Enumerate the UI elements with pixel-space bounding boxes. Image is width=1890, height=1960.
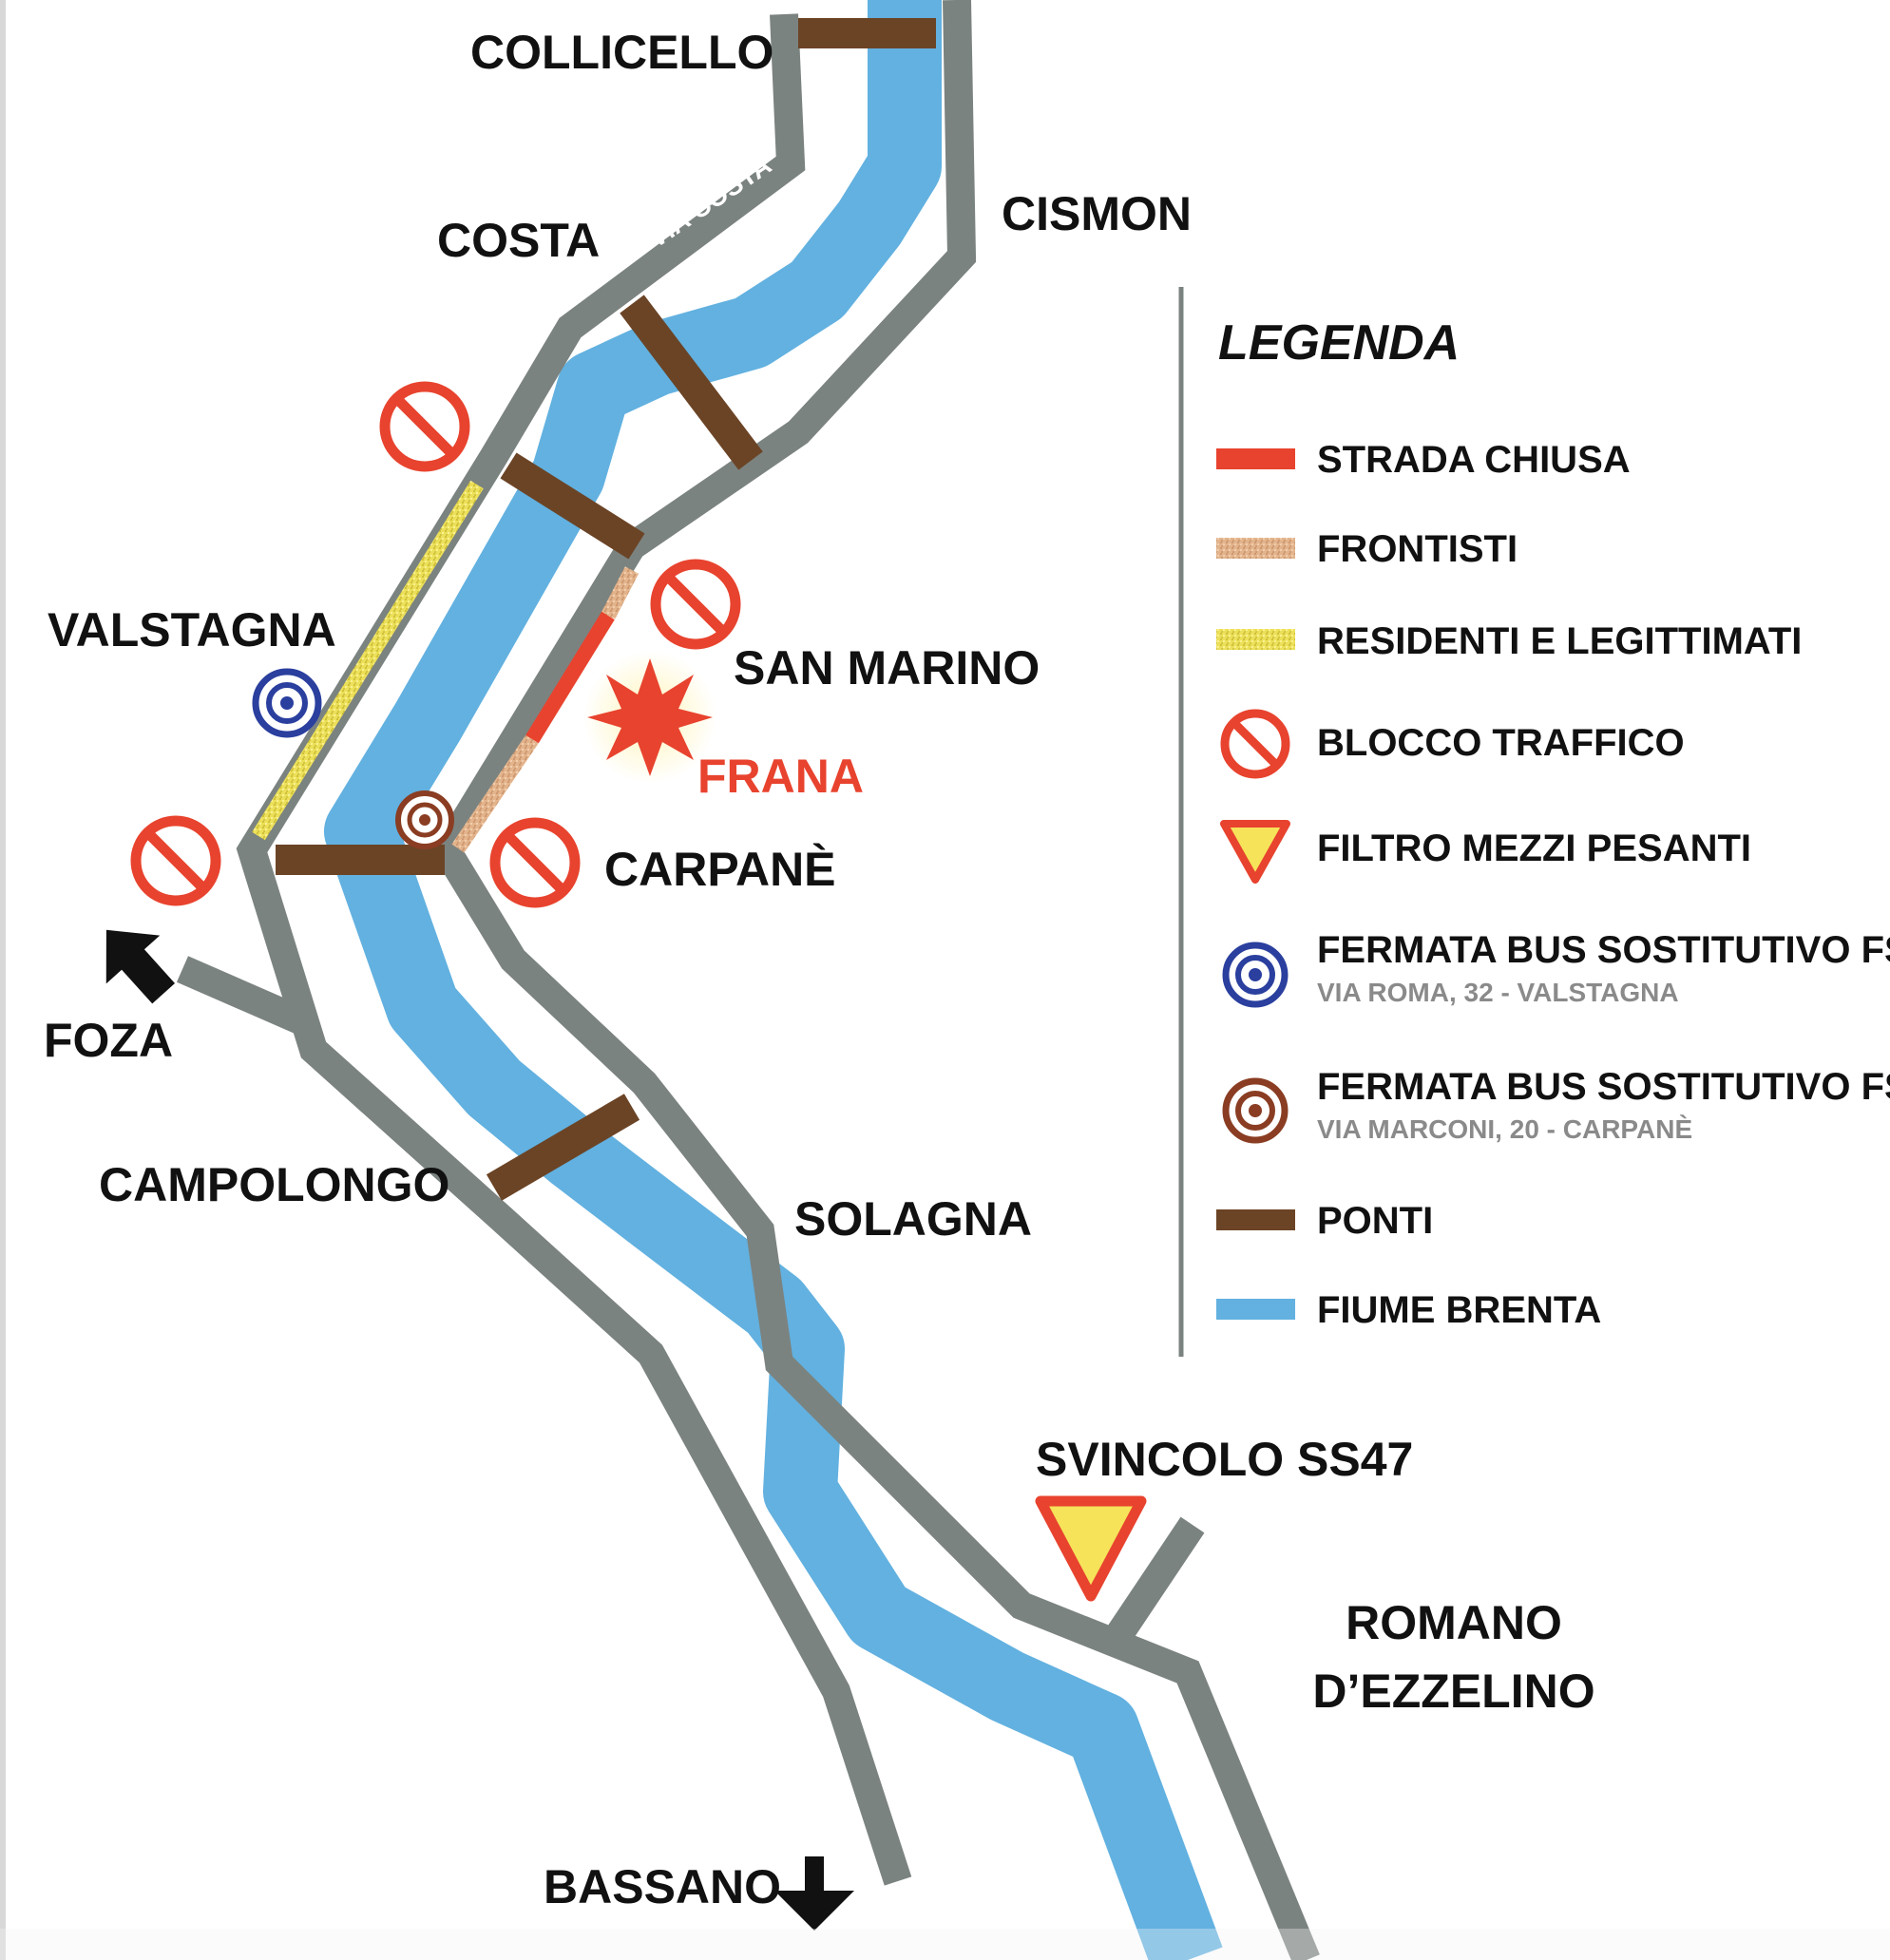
closed-road-segment [525, 611, 615, 744]
legend-item-heavy-filter: FILTRO MEZZI PESANTI [1220, 820, 1751, 884]
legend-item-river: FIUME BRENTA [1216, 1289, 1601, 1331]
place-collicello: COLLICELLO [470, 26, 773, 79]
legend-title: LEGENDA [1218, 315, 1460, 371]
bridge-valstagna [500, 452, 645, 560]
place-bassano: BASSANO [544, 1860, 781, 1913]
road-network [176, 0, 1320, 1960]
frontisti-segment-south [451, 734, 539, 853]
legend-label: PONTI [1317, 1200, 1433, 1242]
place-costa: COSTA [437, 214, 600, 267]
legend-sublabel: VIA MARCONI, 20 - CARPANÈ [1317, 1114, 1692, 1144]
bottom-fade [0, 1929, 1890, 1960]
bridge-costa [620, 295, 763, 470]
road-sp73 [236, 13, 912, 1886]
river-brenta [324, 0, 1223, 1960]
bridges [276, 18, 936, 1201]
legend-item-bus-valstagna: FERMATA BUS SOSTITUTIVO FS VIA ROMA, 32 … [1222, 929, 1890, 1008]
place-romano-line2: D’EZZELINO [1312, 1665, 1594, 1718]
road-foza [176, 956, 309, 1035]
place-carpane: CARPANÈ [604, 843, 836, 896]
legend-sublabel: VIA ROMA, 32 - VALSTAGNA [1317, 978, 1679, 1007]
no-entry-icon [650, 559, 741, 650]
legend-item-bus-carpane: FERMATA BUS SOSTITUTIVO FS VIA MARCONI, … [1222, 1066, 1890, 1144]
yield-triangle-icon [1220, 820, 1290, 884]
place-cismon: CISMON [1002, 187, 1192, 240]
landslide-label: FRANA [697, 750, 864, 803]
place-svincolo-ss47: SVINCOLO SS47 [1036, 1433, 1413, 1486]
place-san-marino: SAN MARINO [734, 641, 1040, 695]
legend-label: STRADA CHIUSA [1317, 439, 1631, 481]
bus-stop-valstagna-icon [252, 668, 322, 738]
legend-label: FRONTISTI [1317, 528, 1518, 570]
no-entry-icon [130, 815, 221, 906]
heavy-vehicle-filter-icon [1035, 1495, 1147, 1602]
legend-item-closed-road: STRADA CHIUSA [1216, 439, 1631, 481]
road-svincolo [1107, 1516, 1205, 1643]
brown-target-icon [1222, 1077, 1289, 1144]
bus-stop-carpane-icon [395, 790, 454, 849]
legend-item-bridges: PONTI [1216, 1200, 1433, 1242]
bridge-swatch [1216, 1209, 1295, 1230]
no-entry-icon [489, 817, 581, 908]
legend-label: FIUME BRENTA [1317, 1289, 1601, 1331]
no-entry-icon [1220, 709, 1290, 779]
legend: LEGENDA STRADA CHIUSA FRONTISTI RESIDENT… [1178, 287, 1890, 1357]
legend-label: RESIDENTI E LEGITTIMATI [1317, 620, 1802, 662]
legend-item-frontisti: FRONTISTI [1216, 528, 1518, 570]
road-label-sp73: SP73 [515, 1302, 595, 1384]
frontisti-swatch [1216, 538, 1295, 559]
arrow-bassano-icon [774, 1856, 854, 1931]
place-romano-line1: ROMANO [1346, 1596, 1562, 1649]
place-valstagna: VALSTAGNA [48, 603, 336, 657]
landslide-icon [583, 651, 716, 784]
blue-target-icon [1222, 942, 1289, 1008]
legend-item-residenti: RESIDENTI E LEGITTIMATI [1216, 620, 1802, 662]
legend-label: BLOCCO TRAFFICO [1317, 722, 1685, 764]
road-ss47 [430, 0, 1320, 1960]
legend-label: FERMATA BUS SOSTITUTIVO FS [1317, 1066, 1890, 1108]
closed-road-swatch [1216, 448, 1295, 469]
place-foza: FOZA [44, 1014, 173, 1067]
arrow-foza-icon [105, 929, 176, 1004]
river-swatch [1216, 1299, 1295, 1320]
place-solagna: SOLAGNA [794, 1192, 1032, 1246]
place-campolongo: CAMPOLONGO [99, 1158, 449, 1211]
frontisti-segment-north [601, 566, 640, 619]
residenti-segment [252, 480, 484, 841]
bridge-campolongo [486, 1094, 640, 1201]
legend-label: FILTRO MEZZI PESANTI [1317, 828, 1751, 869]
residenti-swatch [1216, 629, 1295, 650]
legend-label: FERMATA BUS SOSTITUTIVO FS [1317, 929, 1890, 971]
page-edge [0, 0, 6, 1960]
road-label-ss47: SS47 [887, 336, 967, 419]
legend-item-traffic-block: BLOCCO TRAFFICO [1220, 709, 1685, 779]
no-entry-icon [379, 381, 470, 472]
